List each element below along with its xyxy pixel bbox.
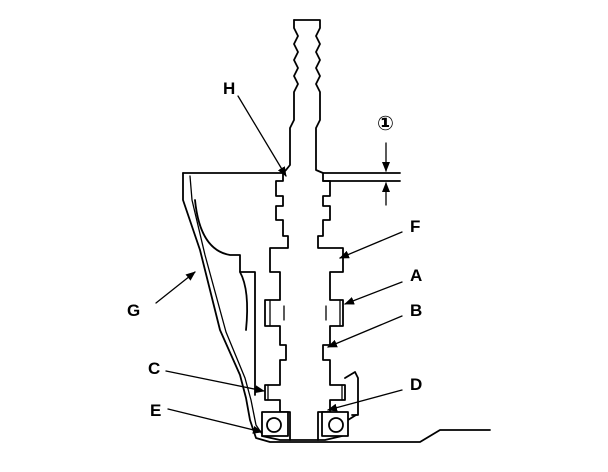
housing	[182, 172, 491, 443]
housing-right-bracket	[344, 371, 359, 416]
leader-g	[155, 271, 196, 304]
label-d: D	[410, 375, 422, 394]
leader-c	[165, 370, 265, 394]
shaft-left-profile	[264, 19, 299, 441]
leader-b	[327, 315, 403, 348]
leader-a	[344, 281, 403, 305]
label-h: H	[223, 79, 235, 98]
label-a: A	[410, 266, 422, 285]
label-e: E	[150, 401, 161, 420]
label-f: F	[410, 217, 420, 236]
leader-lines	[155, 95, 403, 434]
housing-inner-curve	[239, 271, 249, 331]
gear-c-teeth	[267, 384, 343, 401]
housing-bottom-pan	[261, 414, 357, 441]
housing-inner-boss	[194, 199, 256, 396]
part-labels: H F A B G C D E	[127, 79, 422, 420]
housing-outer-wall	[182, 172, 491, 443]
gear-a-hub	[283, 305, 327, 321]
gear-a-teeth	[269, 299, 341, 327]
label-b: B	[410, 301, 422, 320]
shaft-right-profile	[293, 19, 346, 441]
label-c: C	[148, 359, 160, 378]
mainshaft	[264, 19, 346, 441]
leader-f	[339, 231, 403, 259]
right-bearing-ball	[328, 417, 344, 433]
housing-inner-wall	[189, 175, 263, 435]
label-g: G	[127, 301, 140, 320]
bearings	[261, 411, 349, 437]
leader-e	[167, 408, 263, 434]
leader-d	[327, 389, 403, 412]
left-bearing-ball	[266, 417, 282, 433]
leader-h	[237, 95, 287, 177]
dimension-indicator: ①	[377, 111, 394, 206]
dimension-label: ①	[377, 111, 394, 135]
